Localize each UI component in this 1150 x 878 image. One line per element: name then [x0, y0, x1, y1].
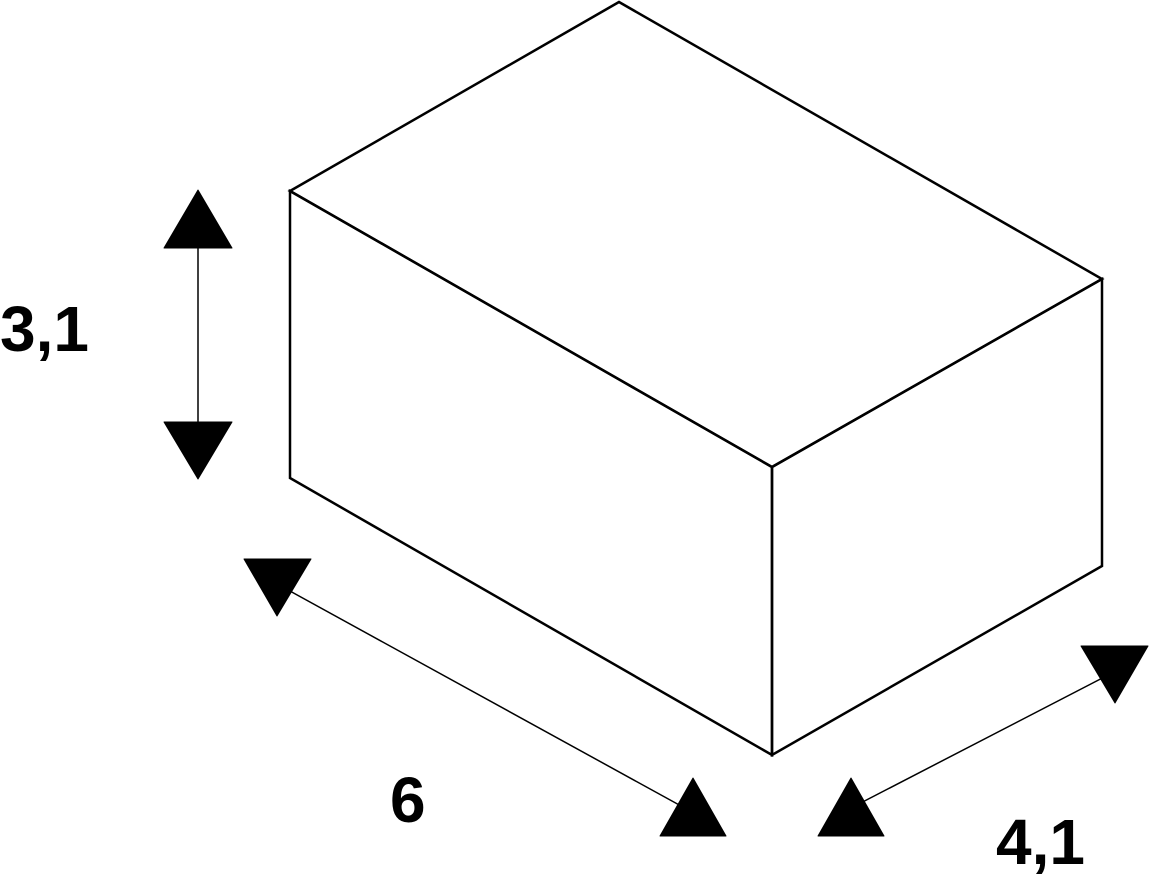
box-outline — [287, 0, 1105, 758]
depth-arrow-start-icon — [817, 777, 885, 837]
depth-dimension-line — [850, 671, 1115, 809]
height-arrow-down-icon — [163, 421, 233, 480]
length-arrow-end-icon — [659, 777, 727, 837]
box-side-face — [770, 276, 1104, 758]
height-dimension — [163, 189, 233, 480]
length-dimension — [243, 558, 727, 837]
depth-dimension — [817, 645, 1149, 837]
height-label: 3,1 — [0, 293, 89, 365]
length-label: 6 — [390, 764, 426, 836]
box-front-face — [288, 188, 774, 758]
length-arrow-start-icon — [243, 558, 312, 617]
depth-arrow-end-icon — [1080, 645, 1149, 704]
box-top-face — [287, 0, 1105, 469]
length-dimension-line — [278, 584, 693, 813]
height-arrow-up-icon — [163, 189, 233, 249]
depth-label: 4,1 — [996, 806, 1085, 878]
